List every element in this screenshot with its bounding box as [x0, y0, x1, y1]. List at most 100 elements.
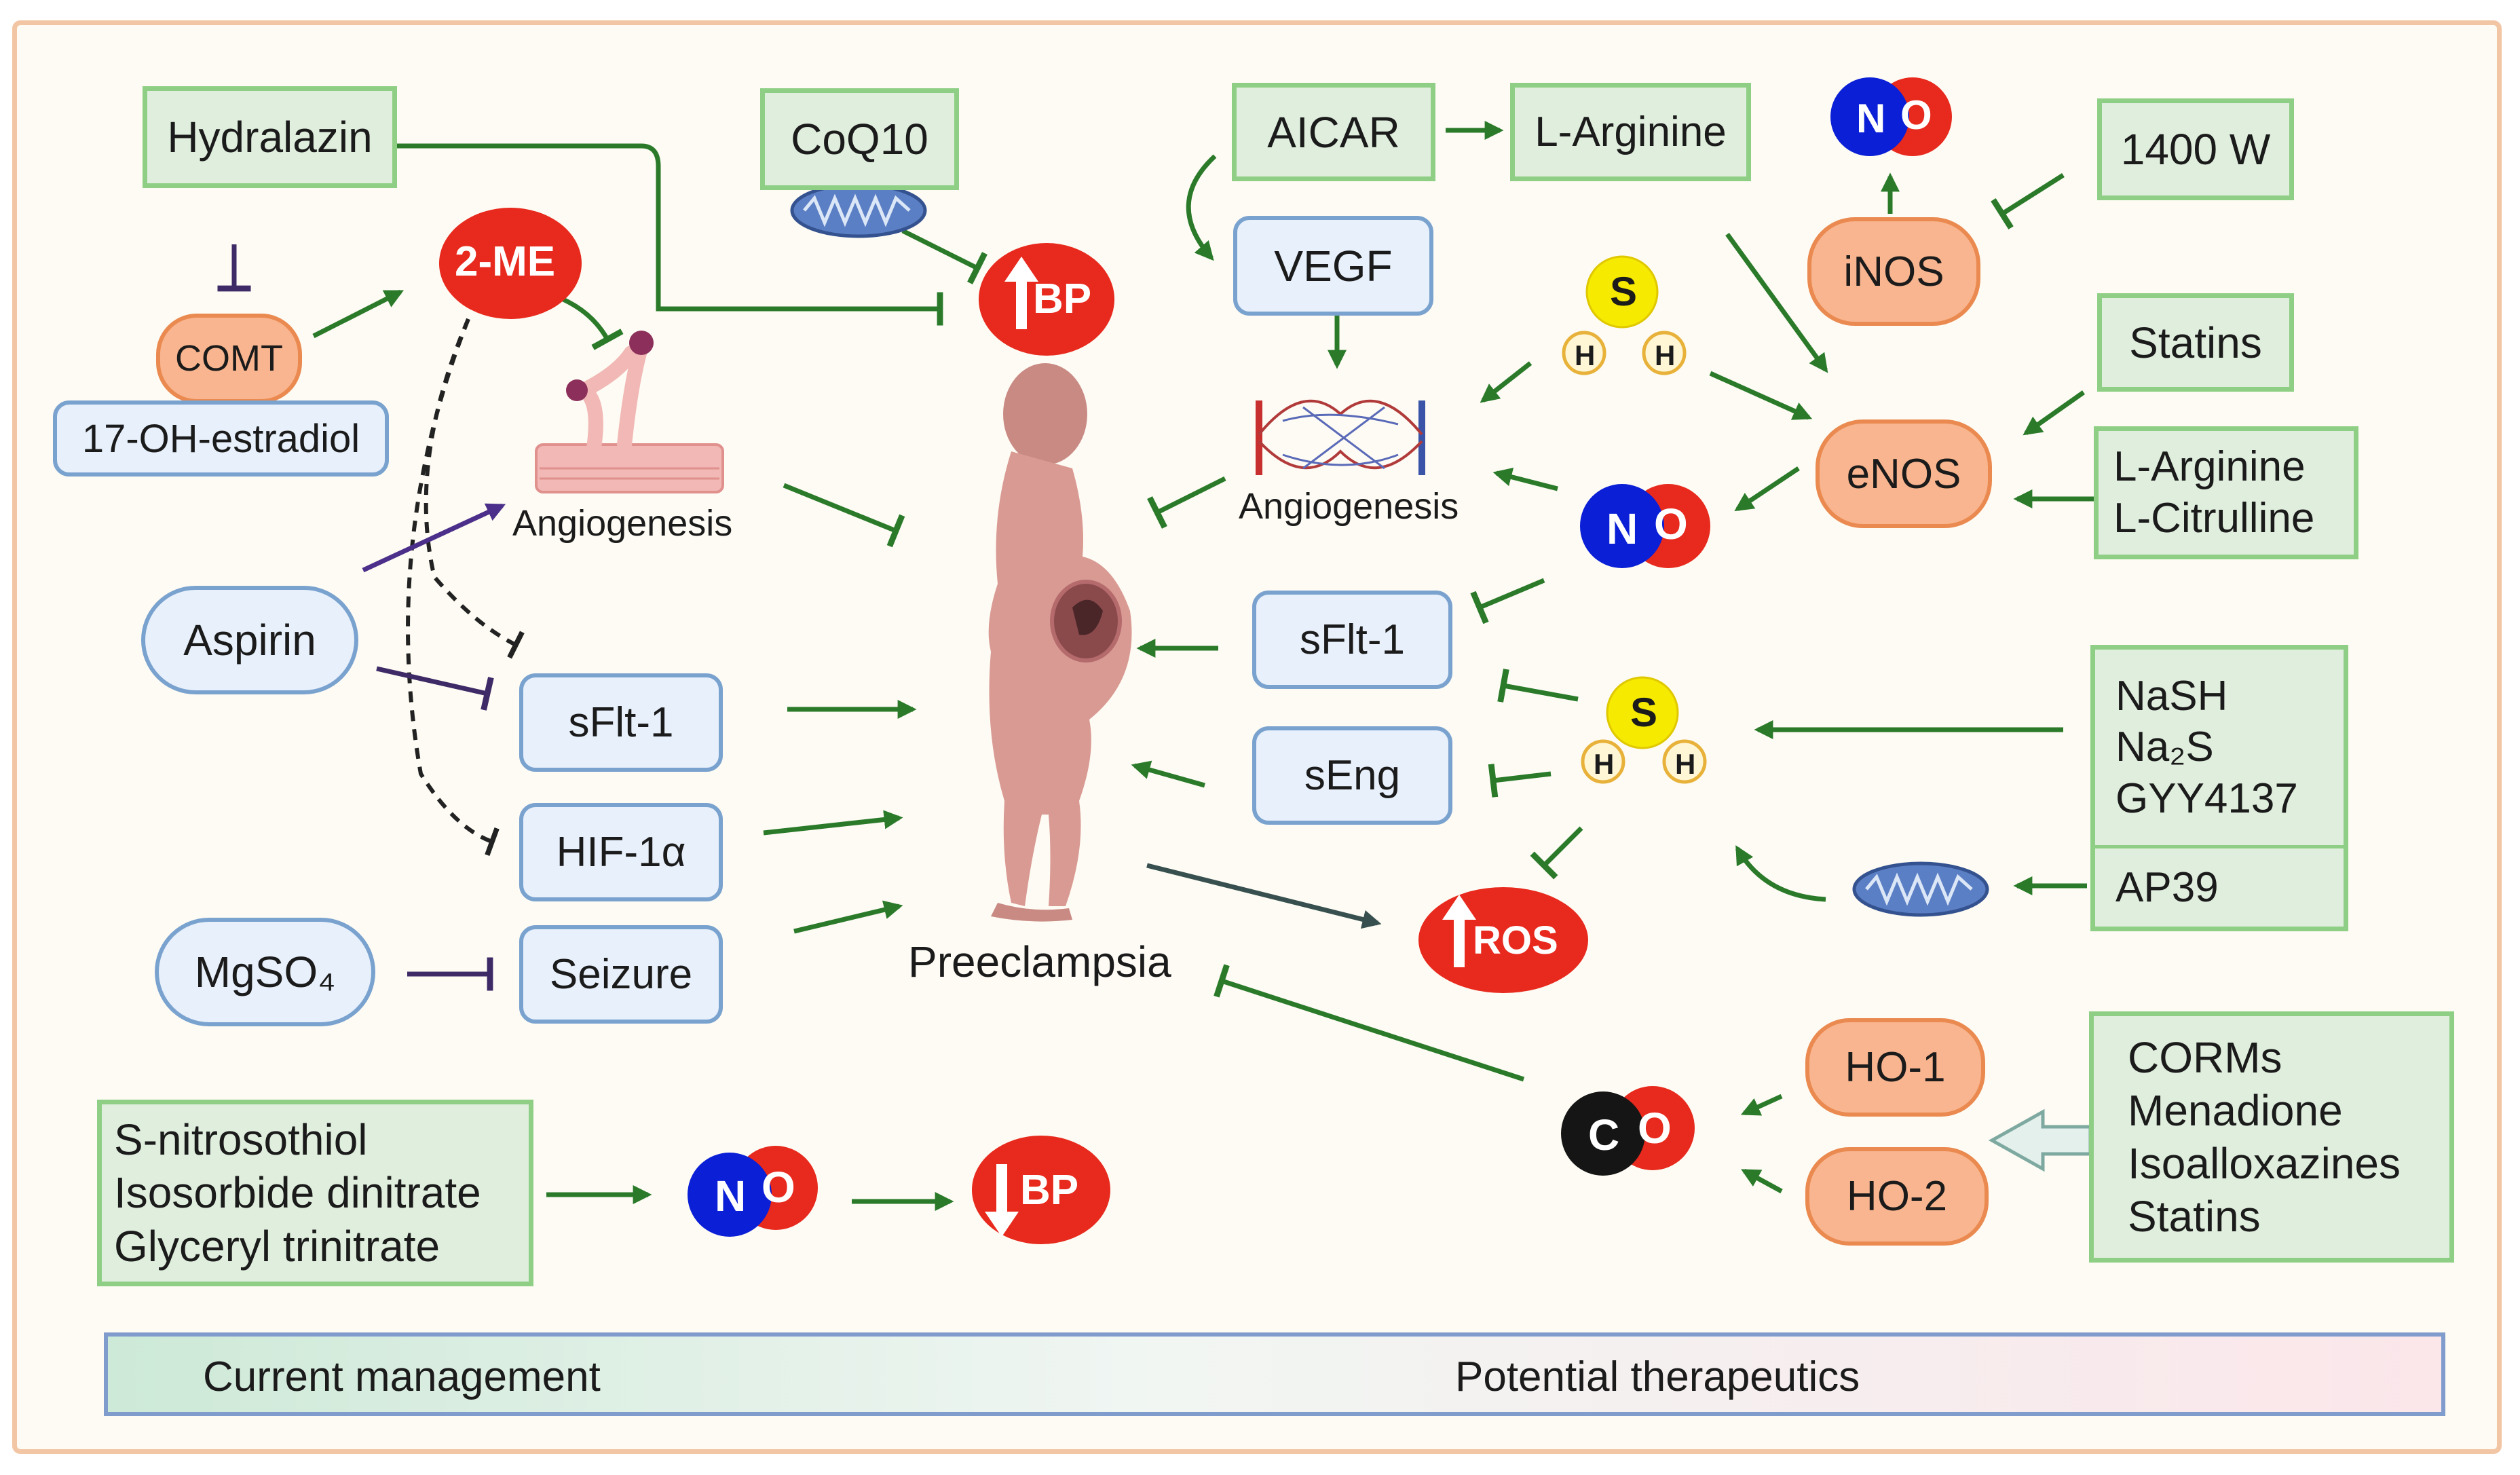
co-inducer-item: Isoalloxazines [2128, 1139, 2401, 1188]
enos-label: eNOS [1846, 450, 1961, 498]
preeclampsia-label: Preeclampsia [908, 937, 1171, 986]
1400w-label: 1400 W [2120, 125, 2271, 174]
mitochondrion-icon [790, 183, 927, 238]
no-n-letter: N [1606, 504, 1638, 553]
h2s-h-letter: H [1575, 339, 1596, 371]
co-inducer-item: CORMs [2128, 1032, 2282, 1082]
edge-co-pe [1214, 964, 1525, 1082]
seng-box: sEng [1252, 726, 1452, 825]
aspirin-node: Aspirin [141, 586, 358, 694]
edge-ho1-co [1740, 1094, 1783, 1116]
edge-no-angiogenesis [1492, 467, 1558, 491]
co-c-letter: C [1588, 1110, 1620, 1159]
ho1-label: HO-1 [1845, 1044, 1946, 1091]
hif-box: HIF-1α [519, 803, 723, 901]
ho1-node: HO-1 [1805, 1018, 1985, 1117]
estradiol-label: 17-OH-estradiol [81, 416, 360, 461]
h2s-box-divider [2095, 845, 2344, 848]
angiogenesis-network-icon [1256, 399, 1425, 475]
edge-hif-pe [763, 810, 903, 836]
edge-h2s-ros [1530, 826, 1583, 880]
co-inducers-box: CORMs Menadione Isoalloxazines Statins [2089, 1011, 2454, 1263]
no-n-letter: N [715, 1172, 747, 1220]
edge-aspirin-sflt1 [376, 666, 494, 711]
ho2-label: HO-2 [1846, 1173, 1948, 1220]
donor-item: Glyceryl trinitrate [114, 1221, 440, 1271]
bp-down-label: BP [1020, 1167, 1079, 1214]
coq10-box: CoQ10 [760, 88, 959, 190]
h2s-h-letter: H [1675, 748, 1696, 780]
no-molecule-donors [688, 1146, 818, 1237]
edge-seng-pe [1131, 760, 1205, 788]
hydralazin-label: Hydralazin [167, 113, 373, 162]
no-donors-box: S-nitrosothiol Isosorbide dinitrate Glyc… [97, 1100, 533, 1286]
ros-up-arrow-icon [1442, 895, 1476, 967]
h2s-donor-item: NaSH [2115, 672, 2228, 720]
h2s-h-letter: H [1655, 339, 1676, 371]
ap39-label: AP39 [2115, 864, 2219, 911]
ros-label: ROS [1473, 918, 1558, 963]
vegf-box: VEGF [1233, 216, 1433, 316]
h2s-donor-item: Na₂S [2115, 724, 2214, 771]
edge-inducers-ho [1988, 1108, 2092, 1172]
sflt1-box-right: sFlt-1 [1252, 591, 1452, 689]
l-arginine-box: L-Arginine [1510, 83, 1751, 181]
down-arrow-icon [985, 1164, 1019, 1237]
mgso4-label: MgSO₄ [194, 948, 336, 996]
co-molecule [1561, 1086, 1695, 1176]
edge-h2s-sflt1 [1497, 669, 1579, 703]
h2s-donors-box: NaSH Na₂S GYY4137 AP39 [2090, 645, 2348, 931]
estradiol-box: 17-OH-estradiol [53, 400, 389, 477]
1400w-box: 1400 W [2097, 98, 2294, 200]
mitochondrion-icon-2 [1852, 861, 1989, 917]
up-arrow-icon [1004, 257, 1038, 329]
legend-current-management: Current management [203, 1353, 601, 1400]
pregnant-woman-icon [988, 363, 1132, 922]
aicar-label: AICAR [1267, 107, 1400, 157]
angiogenesis-label-right: Angiogenesis [1239, 486, 1459, 527]
co-inducer-item: Statins [2128, 1192, 2261, 1241]
edge-comt-to-2me [312, 289, 404, 339]
no-o-letter: O [1654, 500, 1688, 548]
donor-item: S-nitrosothiol [114, 1115, 368, 1165]
edge-1400w-inos [1991, 173, 2065, 230]
edge-2me-sflt1 [424, 318, 525, 659]
no-o-letter: O [1900, 92, 1932, 138]
donor-item: Isosorbide dinitrate [114, 1168, 481, 1218]
h2s-donor-list: NaSH Na₂S GYY4137 [2095, 650, 2344, 845]
co-o-letter: O [1638, 1104, 1672, 1153]
no-n-letter: N [1856, 96, 1886, 141]
l-arginine-label: L-Arginine [1535, 109, 1727, 155]
aicar-box: AICAR [1232, 83, 1435, 181]
edge-h2s-angiogenesis [1480, 361, 1532, 403]
arg-cit-item: L-Citrulline [2113, 495, 2315, 542]
h2s-s-letter: S [1610, 269, 1638, 314]
seng-label: sEng [1304, 752, 1401, 799]
arg-cit-box: L-Arginine L-Citrulline [2094, 426, 2358, 559]
edge-ho2-co [1741, 1168, 1783, 1194]
legend-potential-therapeutics: Potential therapeutics [1455, 1353, 1860, 1400]
h2s-molecule-top [1562, 255, 1687, 375]
sflt1-box-left: sFlt-1 [519, 673, 723, 772]
edge-statins-enos [2023, 390, 2086, 436]
h2s-donor-item: GYY4137 [2115, 774, 2298, 822]
edge-angiogenesis-pe [783, 483, 905, 548]
inos-node: iNOS [1807, 217, 1980, 326]
hydralazin-box: Hydralazin [143, 86, 397, 188]
h2s-s-letter: S [1630, 690, 1658, 735]
2me-badge [439, 208, 582, 319]
statins-box: Statins [2097, 293, 2294, 392]
vegf-label: VEGF [1274, 241, 1393, 291]
angiogenesis-vessel-icon [535, 331, 724, 493]
hif-label: HIF-1α [556, 829, 686, 876]
edge-no-sflt1 [1470, 578, 1545, 624]
angiogenesis-label-left: Angiogenesis [512, 503, 733, 544]
edge-pe-ros [1146, 863, 1382, 929]
aspirin-label: Aspirin [183, 616, 316, 665]
h2s-h-letter: H [1594, 748, 1615, 780]
edge-hydralazin-to-bp [397, 143, 943, 326]
no-molecule-inos [1830, 77, 1952, 156]
seizure-box: Seizure [519, 925, 723, 1024]
edge-coq10-bp [901, 228, 988, 284]
